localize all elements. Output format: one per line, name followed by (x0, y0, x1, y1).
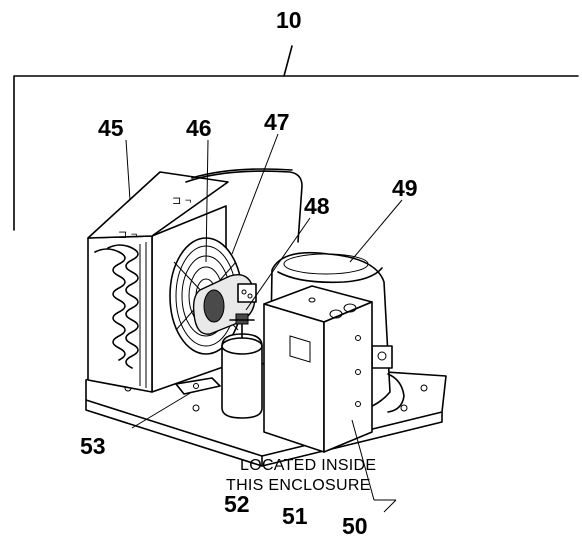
note-line-1: LOCATED INSIDE (240, 457, 376, 474)
svg-text:⊐ ¬: ⊐ ¬ (172, 195, 192, 207)
leader-lines (125, 133, 403, 513)
fan-motor (192, 274, 257, 335)
callout-10: 10 (276, 7, 302, 33)
svg-text:⊐ ¬: ⊐ ¬ (118, 229, 138, 241)
note-line-2: THIS ENCLOSURE (226, 477, 371, 494)
callout-53: 53 (80, 433, 106, 459)
callout-48: 48 (304, 193, 330, 219)
callout-50: 50 (342, 513, 368, 539)
callout-47: 47 (264, 109, 290, 135)
callout-45: 45 (98, 115, 124, 141)
callout-46: 46 (186, 115, 212, 141)
coil-loops (94, 242, 147, 388)
callout-51: 51 (282, 503, 308, 529)
enclosure-note: LOCATED INSIDE THIS ENCLOSURE (226, 457, 376, 494)
callout-49: 49 (392, 175, 418, 201)
callouts: 10 45 46 47 48 49 53 52 51 50 (80, 7, 418, 539)
assembly-bracket (13, 45, 579, 231)
receiver-tank (221, 313, 263, 419)
mounting-bracket (175, 377, 221, 395)
electrical-enclosure (263, 285, 373, 453)
callout-52: 52 (224, 491, 250, 517)
